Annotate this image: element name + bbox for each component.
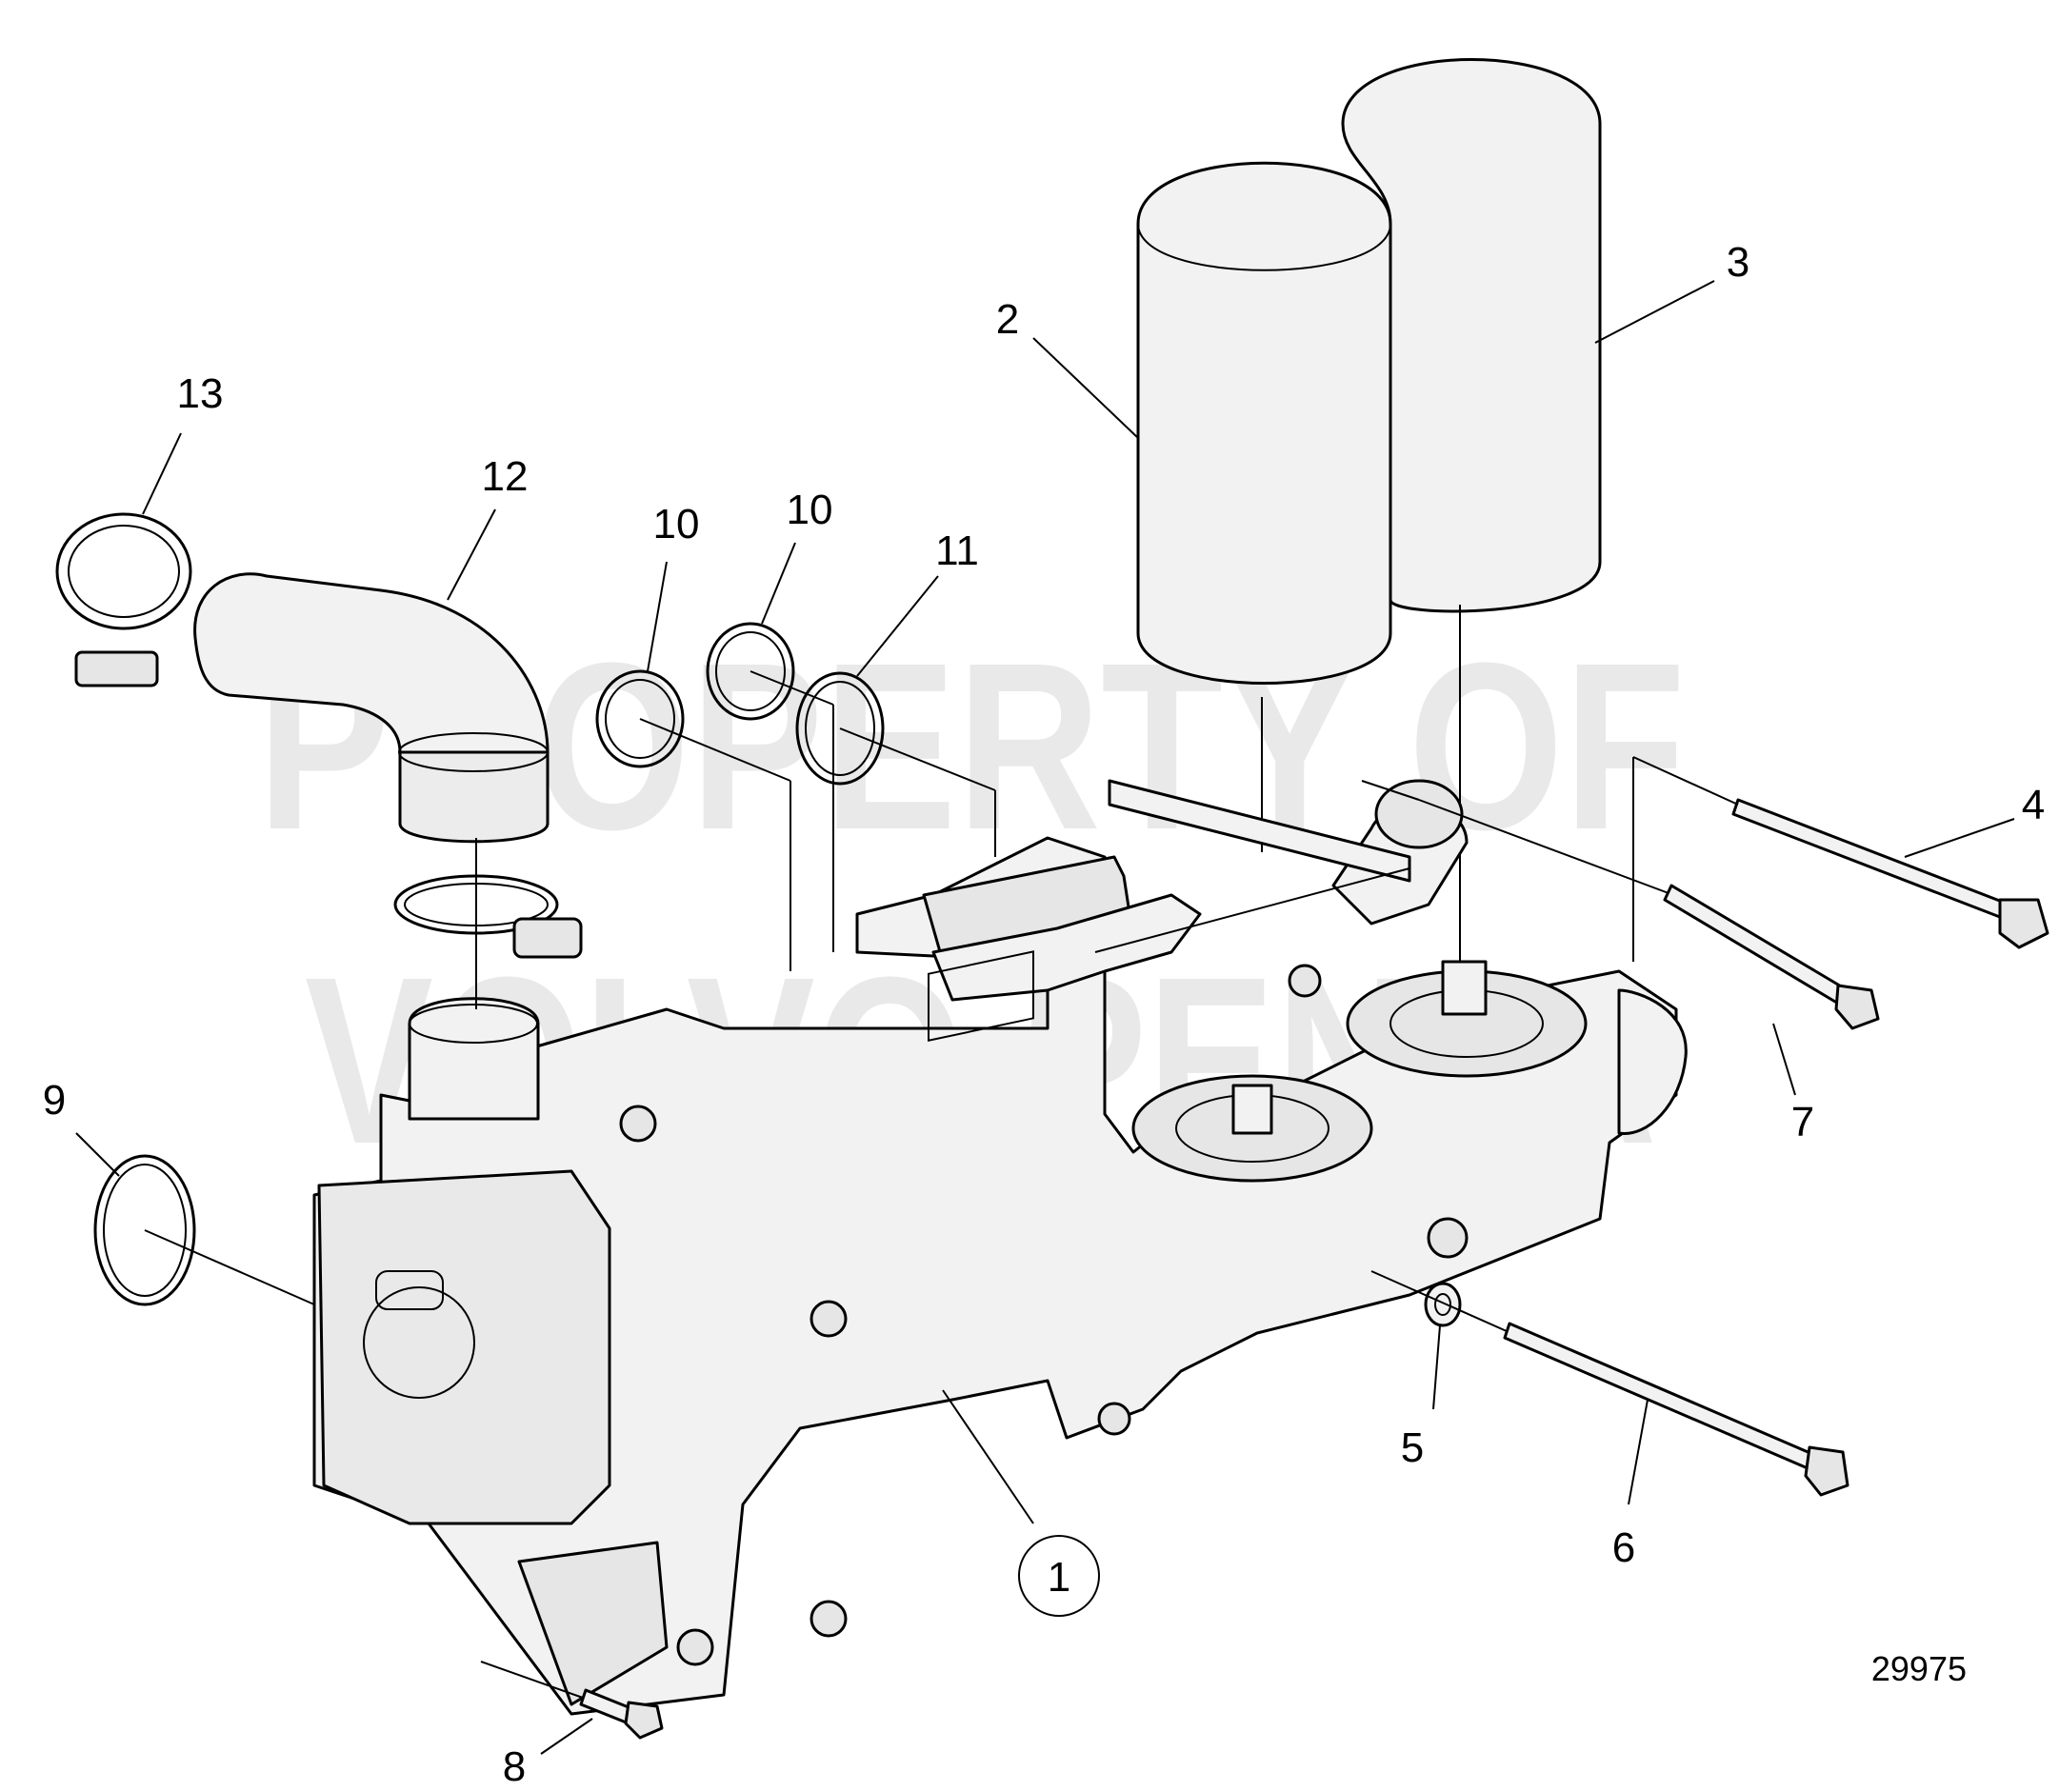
callout-1-circle [1018,1535,1100,1617]
callout-13: 13 [177,370,224,417]
leader-1 [942,1389,1034,1524]
hose-clamp-upper [55,512,192,687]
o-ring-9-axis [144,1229,315,1305]
bolt-8-axis [480,1661,584,1699]
main-housing [312,779,1688,1716]
leader-2 [1032,337,1139,439]
leader-6 [1628,1399,1649,1505]
callout-6: 6 [1612,1524,1635,1571]
callout-3: 3 [1727,239,1749,286]
o-ring-9 [93,1154,196,1306]
elbow-hose [193,572,550,844]
callout-8: 8 [503,1743,526,1790]
leader-5 [1432,1324,1441,1410]
bolt-7-axis [1418,799,1669,894]
bolt-6 [1503,1322,1849,1497]
o-ring-10-left-axis [639,718,791,782]
o-ring-10-right [706,622,795,721]
o-ring-11 [795,671,885,786]
leader-12 [447,508,496,601]
callout-9: 9 [43,1077,66,1124]
callout-1: 1 [1048,1554,1070,1601]
callout-12: 12 [482,453,529,500]
oil-filter-right [1341,58,1602,613]
callout-5: 5 [1401,1424,1424,1471]
leader-11 [856,575,939,677]
o-ring-10-right-axis [750,670,834,706]
bolt-8 [579,1688,664,1740]
rod-axis [1094,867,1410,953]
leader-7 [1772,1023,1796,1096]
o-ring-11-axis [839,727,996,791]
figure-number: 29975 [1871,1649,1967,1688]
leader-8 [540,1718,593,1755]
callout-10a: 10 [653,501,700,548]
bolt-7-axis-ext [1361,780,1420,801]
leader-4 [1904,818,2015,858]
leader-9 [75,1132,120,1177]
leader-10b [761,542,796,625]
oil-filter-left [1136,161,1392,685]
callout-10b: 10 [787,487,833,533]
o-ring-10-left [595,669,685,768]
leader-13 [142,432,182,515]
callout-11: 11 [935,528,979,574]
bolt-4-axis [1632,756,1739,806]
callout-7: 7 [1791,1099,1814,1145]
bolt-7 [1663,884,1880,1030]
leader-10a [647,561,668,672]
callout-2: 2 [996,296,1019,343]
callout-4: 4 [2022,782,2045,828]
bolt-4 [1731,798,2049,949]
bolt-6-axis [1370,1270,1508,1332]
leader-3 [1594,280,1715,344]
washer-5 [1424,1282,1462,1327]
